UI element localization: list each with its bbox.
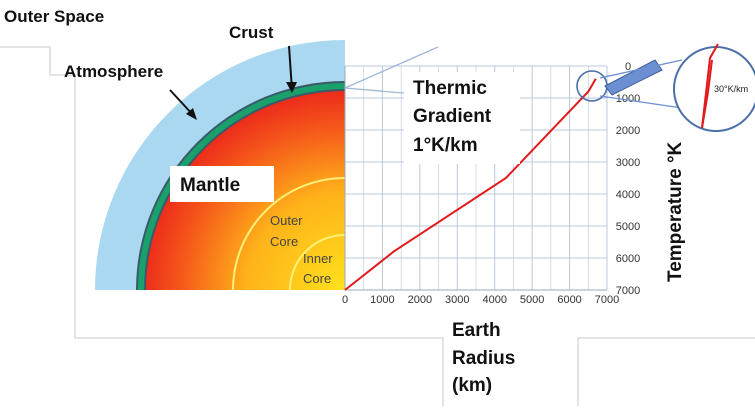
- x-tick-label: 5000: [520, 294, 544, 306]
- frame-outline-right: [577, 337, 755, 406]
- y-tick-label: 1000: [616, 93, 640, 105]
- x-axis-title-line1: Earth: [452, 320, 501, 341]
- x-tick-label: 6000: [557, 294, 581, 306]
- mantle-label-box: [170, 166, 274, 202]
- y-tick-label: 6000: [616, 253, 640, 265]
- thermic-label-line3: 1°K/km: [413, 135, 478, 156]
- thermic-label-line2: Gradient: [413, 106, 492, 127]
- y-tick-label: 5000: [616, 221, 640, 233]
- x-axis-title-line3: (km): [452, 375, 492, 396]
- inner-core-label-line2: Core: [303, 271, 331, 286]
- outer-core-label-line2: Core: [270, 234, 298, 249]
- x-tick-label: 4000: [482, 294, 506, 306]
- zoom-arrow: [604, 59, 663, 96]
- x-tick-label: 0: [342, 294, 348, 306]
- temperature-series-line: [344, 78, 597, 291]
- y-tick-label: 7000: [616, 285, 640, 297]
- frame-outline: [0, 46, 444, 406]
- y-axis-title: Temperature °K: [665, 141, 686, 282]
- y-tick-label: 2000: [616, 125, 640, 137]
- y-tick-label: 3000: [616, 157, 640, 169]
- pointer-line-top: [344, 46, 439, 89]
- inset-steep-line: [701, 59, 713, 129]
- thermic-label-box: [404, 72, 520, 164]
- x-tick-label: 3000: [445, 294, 469, 306]
- outer-core-boundary: [232, 177, 346, 291]
- inset-detail: 30°K/km: [673, 43, 755, 132]
- y-tick-label: 0: [625, 61, 631, 73]
- atmosphere-label: Atmosphere: [64, 62, 163, 81]
- inner-core-label-line1: Inner: [303, 251, 333, 266]
- y-tick-labels: 0 1000 2000 3000 4000 5000 6000 7000: [616, 61, 640, 297]
- thermic-label-line1: Thermic: [413, 78, 487, 99]
- zoom-line-bottom: [599, 95, 683, 109]
- inset-label: 30°K/km: [714, 84, 748, 94]
- x-tick-label: 1000: [370, 294, 394, 306]
- y-tick-label: 4000: [616, 189, 640, 201]
- inner-core-boundary: [289, 234, 346, 291]
- zoom-line-top: [599, 59, 683, 79]
- crust-arrow-head: [286, 82, 297, 93]
- x-axis-title-line2: Radius: [452, 348, 515, 369]
- x-tick-label: 7000: [595, 294, 619, 306]
- outer-core-label-line1: Outer: [270, 213, 303, 228]
- outer-space-label: Outer Space: [4, 7, 104, 26]
- inset-gradient-line: [701, 43, 719, 129]
- x-tick-label: 2000: [408, 294, 432, 306]
- mantle-label: Mantle: [180, 175, 240, 196]
- x-tick-labels: 0 1000 2000 3000 4000 5000 6000 7000: [342, 294, 619, 306]
- atmosphere-arrow-head: [186, 108, 197, 120]
- crust-label: Crust: [229, 23, 274, 42]
